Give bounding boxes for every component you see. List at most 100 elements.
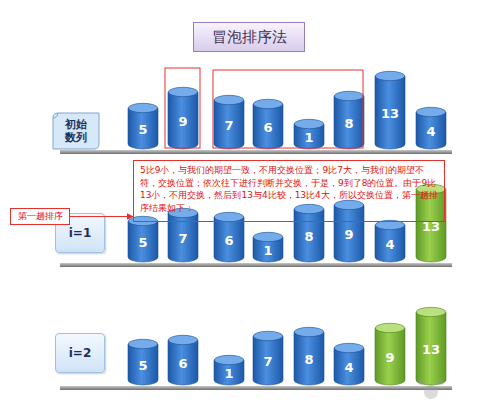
scroll-body bbox=[53, 113, 99, 149]
highlight-frame bbox=[165, 68, 200, 148]
value-cylinder: 13 bbox=[375, 71, 405, 149]
value-number: 4 bbox=[344, 361, 353, 375]
cylinder-body bbox=[375, 328, 405, 385]
value-cylinder: 8 bbox=[294, 204, 324, 262]
value-cylinder: 6 bbox=[214, 212, 244, 262]
cylinder-top bbox=[128, 339, 157, 348]
value-number: 4 bbox=[426, 125, 435, 139]
value-number: 5 bbox=[138, 123, 147, 137]
value-cylinder: 8 bbox=[294, 327, 324, 385]
value-number: 9 bbox=[385, 351, 394, 365]
cylinder-top bbox=[375, 71, 404, 80]
note-box: 5比9小，与我们的期望一致，不用交换位置；9比7大，与我们的期望不符，交换位置；… bbox=[133, 160, 445, 222]
cylinder-top bbox=[214, 95, 243, 104]
cylinder-top bbox=[416, 184, 445, 193]
value-number: 13 bbox=[422, 220, 440, 234]
cylinder-body bbox=[168, 213, 198, 262]
value-number: 9 bbox=[344, 228, 353, 242]
cylinder-top bbox=[375, 220, 404, 229]
cylinder-top bbox=[128, 103, 157, 112]
value-cylinder: 9 bbox=[334, 200, 364, 262]
value-number: 7 bbox=[224, 119, 233, 133]
ground-line bbox=[60, 263, 452, 267]
value-cylinder: 6 bbox=[253, 99, 283, 149]
value-number: 1 bbox=[224, 367, 233, 381]
value-number: 6 bbox=[178, 357, 187, 371]
value-cylinder: 6 bbox=[168, 335, 198, 385]
cylinder-top bbox=[253, 331, 282, 340]
value-cylinder: 4 bbox=[416, 107, 446, 149]
node-text: 初始数列 bbox=[61, 118, 91, 144]
cylinder-body bbox=[334, 348, 364, 385]
connector-arrow bbox=[70, 216, 133, 217]
title-box: 冒泡排序法 bbox=[193, 22, 305, 52]
value-cylinder: 7 bbox=[253, 331, 283, 385]
row-label: i=2 bbox=[55, 333, 105, 373]
cylinder-body bbox=[375, 225, 405, 262]
highlight-frame bbox=[213, 70, 363, 148]
value-number: 13 bbox=[381, 107, 399, 121]
value-number: 4 bbox=[385, 238, 394, 252]
value-cylinder: 1 bbox=[214, 355, 244, 385]
value-number: 5 bbox=[138, 236, 147, 250]
node-text: 第一趟排序 bbox=[18, 211, 63, 222]
cylinder-top bbox=[334, 200, 363, 209]
cylinder-body bbox=[334, 205, 364, 262]
cylinder-top bbox=[168, 335, 197, 344]
cylinder-body bbox=[294, 332, 324, 385]
cylinder-top bbox=[334, 91, 363, 100]
value-cylinder: 5 bbox=[128, 216, 158, 262]
cylinder-top bbox=[294, 119, 323, 128]
cylinder-top bbox=[168, 87, 197, 96]
cylinder-body bbox=[214, 217, 244, 262]
cylinder-top bbox=[253, 232, 282, 241]
cylinder-top bbox=[253, 99, 282, 108]
row-label-scroll: 初始数列 bbox=[52, 112, 100, 150]
node-text: 5比9小，与我们的期望一致，不用交换位置；9比7大，与我们的期望不符，交换位置；… bbox=[140, 164, 438, 214]
value-number: 7 bbox=[178, 232, 187, 246]
value-cylinder: 4 bbox=[375, 220, 405, 262]
cylinder-top bbox=[375, 323, 404, 332]
value-cylinder: 8 bbox=[334, 91, 364, 149]
value-cylinder: 9 bbox=[375, 323, 405, 385]
value-cylinder: 7 bbox=[214, 95, 244, 149]
ground-line bbox=[60, 150, 452, 154]
value-number: 1 bbox=[263, 244, 272, 258]
cylinder-body bbox=[168, 340, 198, 385]
value-cylinder: 13 bbox=[416, 307, 446, 385]
cylinder-top bbox=[294, 204, 323, 213]
ground-line bbox=[60, 386, 452, 390]
value-number: 1 bbox=[304, 131, 313, 145]
cylinder-top bbox=[294, 327, 323, 336]
cylinder-top bbox=[416, 107, 445, 116]
cylinder-body bbox=[168, 92, 198, 149]
cylinder-top bbox=[416, 307, 445, 316]
cylinder-body bbox=[128, 108, 158, 149]
value-number: 8 bbox=[304, 353, 313, 367]
cylinder-body bbox=[334, 96, 364, 149]
value-number: 5 bbox=[138, 359, 147, 373]
cylinder-body bbox=[294, 209, 324, 262]
cylinder-body bbox=[416, 189, 446, 262]
cylinder-body bbox=[128, 344, 158, 385]
value-cylinder: 4 bbox=[334, 343, 364, 385]
node-text: i=1 bbox=[69, 226, 92, 240]
cylinder-top bbox=[168, 208, 197, 217]
cylinder-top bbox=[334, 343, 363, 352]
cylinder-body bbox=[214, 100, 244, 149]
value-number: 9 bbox=[178, 115, 187, 129]
node-text: i=2 bbox=[69, 346, 92, 360]
value-number: 6 bbox=[263, 121, 272, 135]
watermark-logo bbox=[418, 379, 444, 399]
cylinder-top bbox=[214, 355, 243, 364]
value-cylinder: 1 bbox=[294, 119, 324, 149]
callout-box: 第一趟排序 bbox=[10, 208, 70, 225]
cylinder-body bbox=[128, 221, 158, 262]
cylinder-top bbox=[128, 216, 157, 225]
cylinder-body bbox=[253, 104, 283, 149]
cylinder-body bbox=[416, 312, 446, 385]
value-number: 7 bbox=[263, 355, 272, 369]
cylinder-body bbox=[416, 112, 446, 149]
value-cylinder: 5 bbox=[128, 339, 158, 385]
